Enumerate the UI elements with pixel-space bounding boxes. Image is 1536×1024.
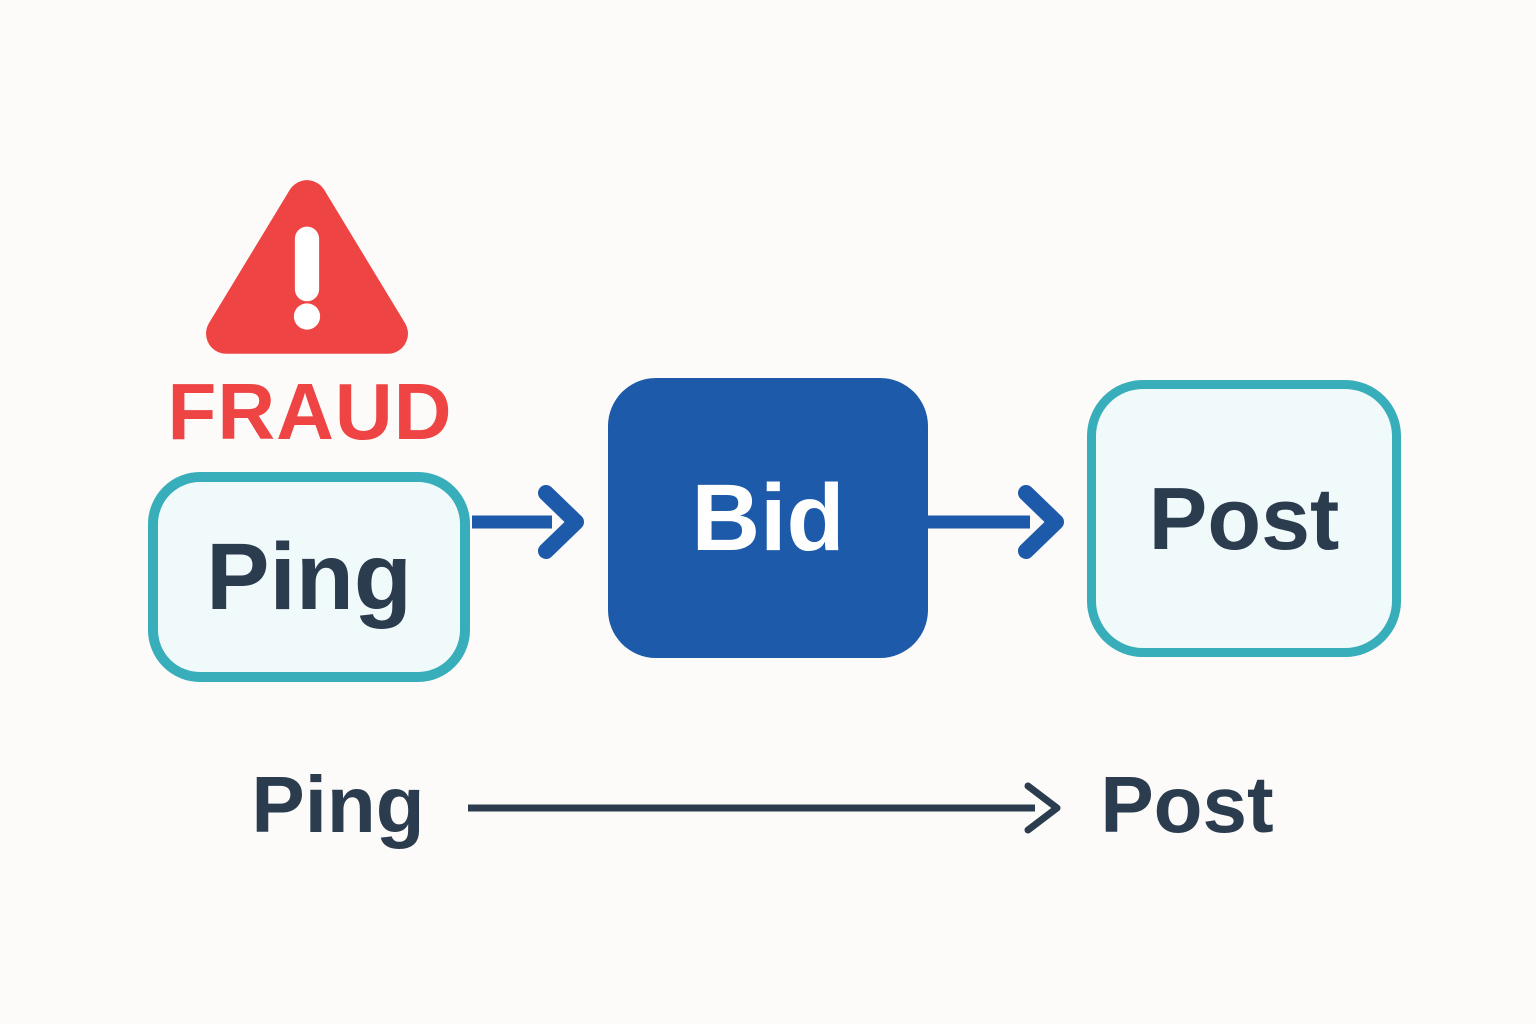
timeline-arrow-icon (463, 778, 1063, 843)
node-bid-label: Bid (691, 464, 845, 571)
fraud-label: FRAUD (167, 367, 453, 456)
node-post-label: Post (1148, 468, 1340, 568)
warning-triangle-icon (202, 176, 412, 362)
arrow-ping-to-bid (470, 467, 590, 582)
node-bid: Bid (608, 378, 928, 658)
node-ping: Ping (148, 472, 470, 682)
node-post: Post (1087, 380, 1401, 657)
timeline-end-label: Post (1100, 760, 1274, 849)
timeline-start-label: Ping (251, 760, 425, 849)
node-ping-label: Ping (206, 523, 412, 630)
arrow-bid-to-post (928, 467, 1068, 582)
